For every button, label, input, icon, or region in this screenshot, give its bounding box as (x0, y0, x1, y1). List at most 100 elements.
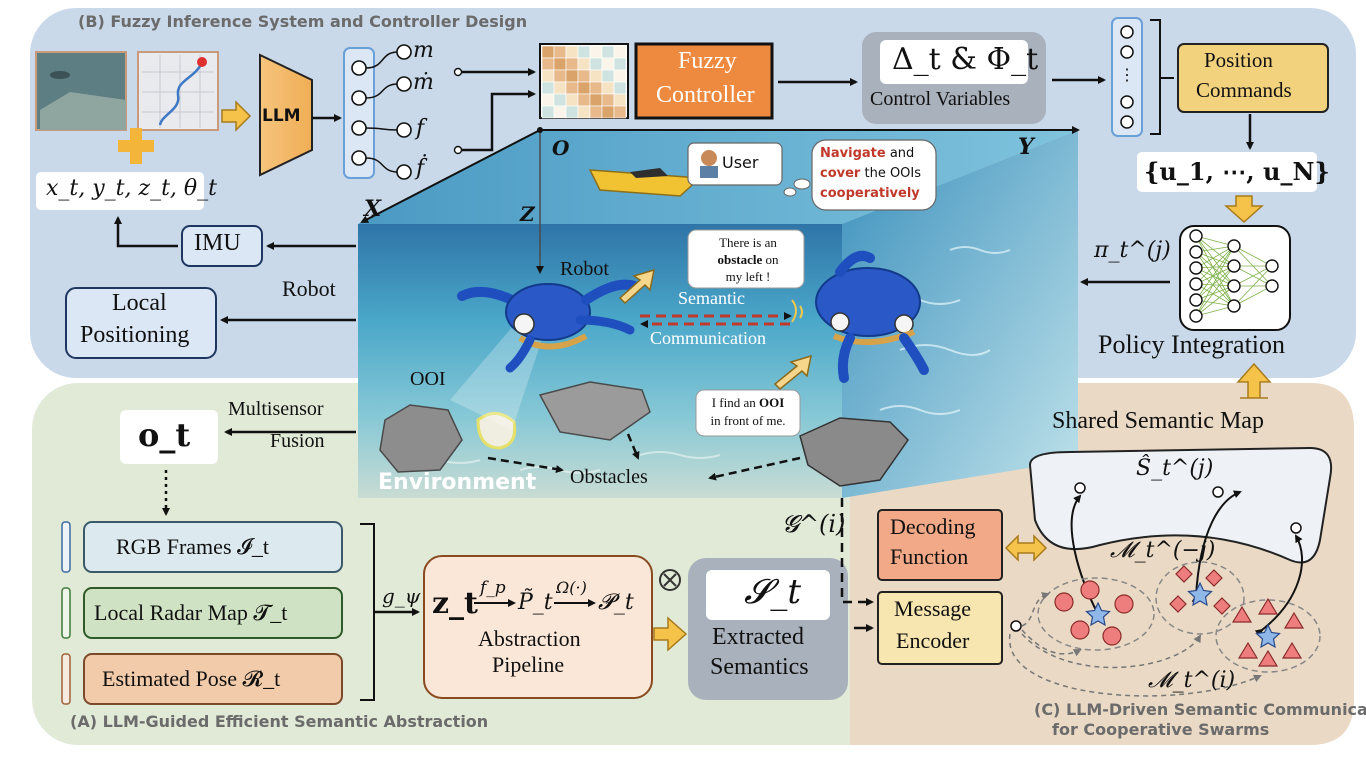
nn-edge (1195, 251, 1235, 287)
p-t-symbol: 𝓟_t (598, 590, 634, 615)
command-set: {u_1, ⋯, u_N} (1144, 157, 1330, 186)
axis-z: Z (520, 202, 535, 226)
policy-integration-label: Policy Integration (1098, 330, 1286, 359)
cluster-triangle (1237, 641, 1259, 659)
s-t-symbol: 𝓢_t (744, 572, 801, 612)
semantic-label-1: Semantic (678, 288, 745, 308)
nn-node (1265, 259, 1279, 273)
nn-edge (1195, 285, 1235, 301)
radar-map-block (83, 587, 343, 639)
pipeline-label-2: Pipeline (492, 652, 565, 677)
matrix-cell (577, 93, 591, 107)
position-commands-block (1177, 43, 1329, 113)
map-to-policy-arrow (1236, 362, 1272, 399)
position-label-2: Commands (1196, 78, 1292, 102)
axis-y: Y (1018, 134, 1034, 160)
matrix-cell (589, 81, 603, 95)
instruction-coop: cooperatively (820, 186, 920, 201)
nn-node (1189, 229, 1203, 243)
user-label: User (722, 153, 759, 172)
cluster-triangle (1231, 605, 1253, 623)
matrix-cell (613, 57, 627, 71)
state-vector: x_t, y_t, z_t, θ_t (46, 176, 217, 201)
ooi-message: I find an OOI in front of me. (698, 394, 798, 430)
f-p-symbol: f_p (480, 578, 506, 598)
nn-node (1227, 279, 1241, 293)
abstraction-pipeline-block (423, 555, 653, 699)
section-c-title-2: for Cooperative Swarms (1052, 720, 1270, 739)
robot-label: Robot (560, 258, 609, 280)
section-c-title-1: (C) LLM-Driven Semantic Communication (1034, 700, 1366, 719)
instruction-navigate: Navigate (820, 146, 886, 161)
cluster-triangle (1257, 649, 1279, 667)
matrix-cell (601, 45, 615, 59)
nn-edge (1195, 235, 1235, 307)
command-vector (1111, 17, 1143, 137)
llm-label: LLM (262, 106, 301, 126)
cluster-diamond (1175, 565, 1193, 583)
section-b-title: (B) Fuzzy Inference System and Controlle… (78, 12, 528, 31)
cluster-circle (1070, 620, 1090, 640)
cluster-diamond (1169, 595, 1187, 613)
matrix-cell (613, 81, 627, 95)
nn-edge (1233, 245, 1273, 267)
llm-output-layer (343, 47, 375, 179)
robot-output-label: Robot (282, 276, 336, 301)
obstacle-message: There is an obstacle on my left ! (694, 234, 802, 285)
matrix-cell (565, 69, 579, 83)
matrix-cell (601, 105, 615, 119)
nn-edge (1195, 265, 1235, 317)
cluster-circle (1102, 626, 1122, 646)
matrix-cell (541, 81, 555, 95)
nn-edge (1195, 265, 1235, 285)
nn-node (1189, 261, 1203, 275)
matrix-cell (553, 81, 567, 95)
z-t-symbol: z_t (432, 586, 478, 621)
encoder-label-2: Encoder (896, 628, 970, 653)
nn-node (1265, 279, 1279, 293)
matrix-cell (541, 105, 555, 119)
matrix-cell (565, 45, 579, 59)
obstacle-msg-1: There is an (719, 235, 777, 250)
nn-edge (1195, 267, 1235, 287)
matrix-cell (589, 45, 603, 59)
matrix-cell (541, 45, 555, 59)
semantic-label-2: Communication (650, 328, 766, 348)
obstacle-msg-4: my left ! (725, 269, 771, 284)
multisensor-label-2: Fusion (270, 430, 325, 452)
fuzzy-label-1: Fuzzy (678, 48, 737, 74)
environment-scene (358, 126, 1080, 498)
cluster-circle (1054, 592, 1074, 612)
ooi-msg-1: I find an (711, 395, 756, 410)
g-psi-symbol: g_ψ (382, 584, 421, 608)
nn-edge (1195, 251, 1235, 307)
nn-edge (1195, 245, 1235, 285)
obstacle-msg-2: obstacle (717, 252, 763, 267)
nn-node (1189, 309, 1203, 323)
radar-map-label: Local Radar Map 𝓣_t (94, 600, 288, 625)
pipeline-label-1: Abstraction (478, 626, 581, 651)
matrix-cell (613, 105, 627, 119)
matrix-cell (601, 81, 615, 95)
nn-edge (1195, 267, 1235, 307)
estimated-pose-label: Estimated Pose 𝓡_t (102, 666, 281, 691)
nn-edge (1195, 283, 1235, 307)
imu-block (181, 225, 263, 267)
matrix-cell (613, 69, 627, 83)
matrix-cell (601, 93, 615, 107)
decoding-label-1: Decoding (890, 514, 976, 539)
plus-icon (118, 128, 154, 164)
ooi-shell (476, 412, 517, 450)
nn-node (1227, 239, 1241, 253)
m-minus-j-symbol: 𝓜_t^(−j) (1110, 538, 1216, 563)
output-f: f (416, 116, 425, 141)
cluster-center-star (1187, 581, 1213, 607)
nn-edge (1233, 265, 1273, 287)
axis-x: X (364, 196, 382, 222)
cluster-triangles (1215, 599, 1321, 673)
svg-text:⋮: ⋮ (1119, 67, 1135, 84)
control-variables-label: Control Variables (870, 88, 1011, 110)
rgb-frames-block (83, 521, 343, 573)
nn-edge (1195, 245, 1235, 301)
s-hat-symbol: Ŝ_t^(j) (1136, 456, 1214, 481)
